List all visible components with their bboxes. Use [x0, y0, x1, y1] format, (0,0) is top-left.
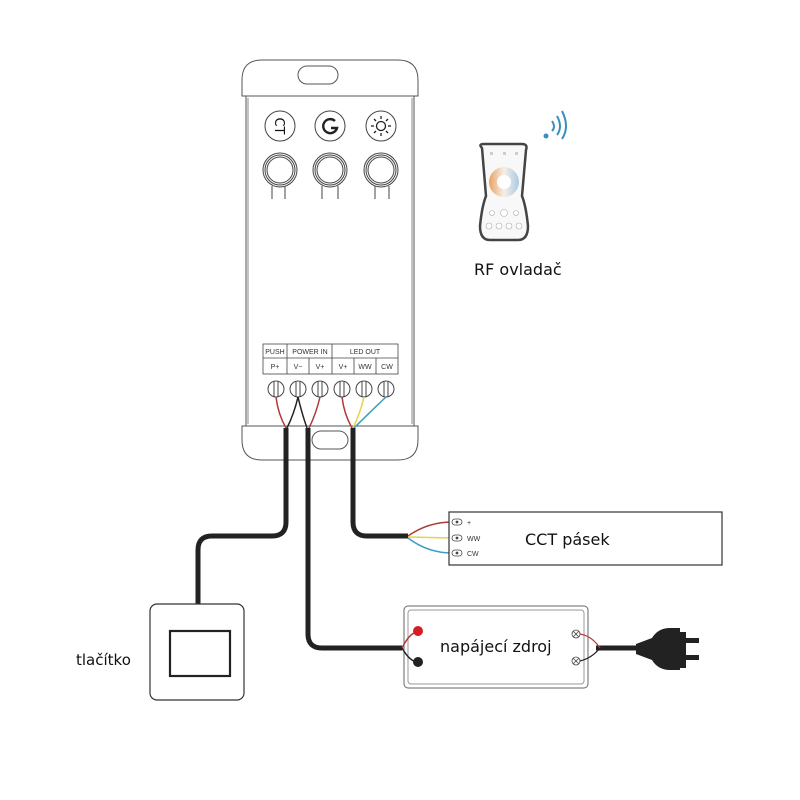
negative-terminal [413, 657, 423, 667]
cct-strip: + WW CW CCT pásek [448, 511, 723, 566]
group-power-in: POWER IN [292, 349, 327, 356]
rf-remote: RF ovladač [474, 142, 562, 279]
screw-terminal [333, 380, 351, 398]
wifi-icon [543, 110, 567, 140]
cable-to-push-button [195, 428, 289, 604]
strip-label: CCT pásek [525, 530, 610, 549]
mount-hole-top [297, 65, 339, 85]
push-button-label: tlačítko [76, 651, 131, 669]
screw-terminals [267, 380, 395, 398]
terminal-label: V− [294, 364, 303, 371]
cables [195, 428, 640, 651]
positive-terminal [413, 626, 423, 636]
terminal-label: V+ [316, 364, 325, 371]
terminal-wires [275, 396, 387, 429]
led-ring [312, 152, 348, 199]
terminal-label: V+ [339, 364, 348, 371]
screw-terminal [377, 380, 395, 398]
strip-pin-label: + [467, 520, 471, 527]
controller: CT [241, 59, 419, 461]
push-button: tlačítko [76, 603, 245, 701]
power-supply: napájecí zdroj [401, 605, 601, 689]
screw-terminal [311, 380, 329, 398]
strip-pin-label: WW [467, 536, 481, 543]
led-indicators [262, 152, 399, 199]
cable-to-power-supply [305, 428, 402, 651]
terminal-label: WW [358, 364, 372, 371]
power-icon [322, 118, 339, 135]
group-led-out: LED OUT [350, 349, 381, 356]
terminal-table [262, 343, 399, 375]
group-push: PUSH [265, 349, 284, 356]
terminal-label: P+ [271, 364, 280, 371]
cable-to-strip [350, 428, 408, 539]
sun-icon [371, 116, 391, 136]
led-ring [262, 152, 298, 199]
led-ring [363, 152, 399, 199]
power-button[interactable] [314, 110, 346, 142]
brightness-button[interactable] [365, 110, 397, 142]
terminal-label: CW [381, 364, 393, 371]
remote-label: RF ovladač [474, 260, 562, 279]
strip-wires [407, 521, 453, 554]
screw-terminal [267, 380, 285, 398]
screw-terminal [289, 380, 307, 398]
mount-hole-bottom [311, 430, 349, 450]
screw-terminal [355, 380, 373, 398]
ct-button[interactable]: CT [264, 110, 296, 142]
strip-pin-label: CW [467, 551, 479, 558]
plug-icon [636, 628, 699, 670]
power-supply-label: napájecí zdroj [440, 637, 552, 656]
ct-label: CT [271, 117, 286, 134]
